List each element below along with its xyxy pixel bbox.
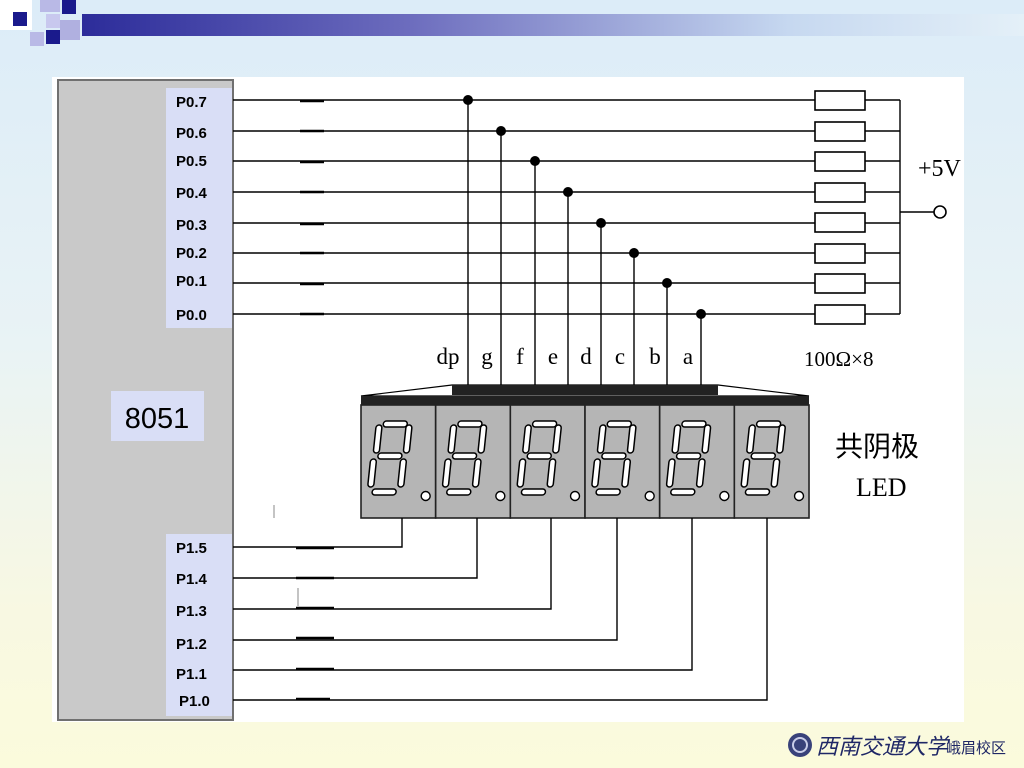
digit-segment-d <box>446 488 472 496</box>
digit-decimal-point <box>644 490 655 502</box>
junction-dots <box>463 95 706 319</box>
digit-segment-d <box>744 488 771 496</box>
pin-label-p1-1: P1.1 <box>176 666 207 683</box>
port0-label-boxes <box>166 88 232 328</box>
segment-label-c: c <box>615 344 625 369</box>
slide-header-decoration <box>0 0 1024 46</box>
digit-segment-g <box>675 452 702 460</box>
digit-segment-e <box>441 458 452 488</box>
pin-label-p0-3: P0.3 <box>176 217 207 234</box>
pin-label-p1-2: P1.2 <box>176 636 207 653</box>
digit-segment-a <box>382 420 409 428</box>
pin-label-p0-5: P0.5 <box>176 153 207 170</box>
pin-label-p0-0: P0.0 <box>176 307 207 324</box>
digit-segment-d <box>595 488 621 496</box>
digit-segment-e <box>665 458 676 488</box>
pin-label-p0-7: P0.7 <box>176 94 207 111</box>
pin-label-p1-3: P1.3 <box>176 603 207 620</box>
segment-label-dp: dp <box>437 344 460 369</box>
digit-segment-g <box>377 452 403 460</box>
segment-label-d: d <box>580 344 592 369</box>
digit-segment-f <box>522 424 532 454</box>
resistor-bus <box>865 99 934 315</box>
digit-segment-g <box>601 452 627 460</box>
digit-segment-a <box>606 420 633 428</box>
digit-segment-c <box>621 458 632 488</box>
digit-segment-c <box>546 458 557 488</box>
digit-decimal-point <box>793 490 805 502</box>
display-bus-bar <box>452 385 718 395</box>
digit-segment-g <box>750 452 777 460</box>
university-emblem-icon <box>788 733 812 757</box>
digit-segment-e <box>591 458 602 488</box>
digit-segment-f <box>596 424 607 454</box>
port1-wires <box>233 505 768 701</box>
digit-segment-b <box>776 424 786 454</box>
digit-decimal-point <box>495 490 506 502</box>
digit-segment-g <box>451 452 478 460</box>
digit-segment-a <box>531 420 558 428</box>
digit-segment-e <box>740 458 751 488</box>
digit-decimal-point <box>569 490 581 502</box>
digit-segment-d <box>520 488 547 496</box>
segment-label-f: f <box>516 344 524 369</box>
segment-drop-lines <box>467 100 702 385</box>
port0-pin-stubs <box>300 99 324 316</box>
digit-segment-g <box>526 452 553 460</box>
chip-label-box <box>111 391 204 441</box>
pin-label-p1-4: P1.4 <box>176 571 208 588</box>
digit-decimal-point <box>719 490 730 502</box>
port1-pin-stubs <box>296 546 334 701</box>
digit-segment-f <box>447 424 458 454</box>
led-display <box>360 404 810 519</box>
digit-segment-c <box>695 458 706 488</box>
circuit-diagram: 8051 P0.7 P0.6 P0.5 P0.4 P0.3 P0.2 P0.1 … <box>57 79 962 721</box>
segment-label-e: e <box>548 344 558 369</box>
segment-label-b: b <box>649 344 661 369</box>
digit-segment-b <box>477 424 488 454</box>
digit-segment-d <box>371 488 397 496</box>
circuit-diagram-panel: 8051 P0.7 P0.6 P0.5 P0.4 P0.3 P0.2 P0.1 … <box>52 77 964 722</box>
footer-school-name: 西南交通大学 <box>816 734 951 759</box>
resistor-note: 100Ω×8 <box>804 347 873 371</box>
footer-campus-name: 峨眉校区 <box>946 739 1006 757</box>
digit-segment-e <box>516 458 527 488</box>
chip-label: 8051 <box>125 403 190 435</box>
digit-decimal-point <box>420 490 431 502</box>
digit-segment-a <box>755 420 782 428</box>
port1-label-boxes <box>166 534 232 716</box>
pin-label-p1-0: P1.0 <box>179 693 210 710</box>
supply-label: +5V <box>918 156 962 182</box>
segment-label-a: a <box>683 344 693 369</box>
pin-label-p1-5: P1.5 <box>176 540 207 557</box>
port0-wires <box>233 99 815 315</box>
digit-segment-a <box>681 420 707 428</box>
digit-segment-f <box>372 424 383 454</box>
segment-label-g: g <box>481 344 493 369</box>
display-top-strip <box>361 396 809 405</box>
digit-segment-c <box>770 458 781 488</box>
university-logo: 西南交通大学 峨眉校区 <box>788 733 1006 759</box>
display-type-label: 共阴极 <box>835 431 919 463</box>
digit-segment-a <box>457 420 483 428</box>
resistor-array <box>814 90 866 325</box>
pin-label-p0-2: P0.2 <box>176 245 207 262</box>
digit-segment-d <box>670 488 696 496</box>
display-led-label: LED <box>856 473 907 502</box>
digit-segment-f <box>671 424 682 454</box>
pin-label-p0-6: P0.6 <box>176 125 207 142</box>
digit-segment-b <box>626 424 637 454</box>
digit-segment-e <box>367 458 378 488</box>
digit-segment-c <box>397 458 408 488</box>
digit-segment-b <box>552 424 562 454</box>
supply-terminal <box>933 205 947 219</box>
digit-segment-f <box>746 424 756 454</box>
digit-segment-c <box>471 458 482 488</box>
pin-label-p0-1: P0.1 <box>176 273 207 290</box>
pin-label-p0-4: P0.4 <box>176 185 208 202</box>
digit-segment-b <box>701 424 712 454</box>
digit-segment-b <box>402 424 413 454</box>
